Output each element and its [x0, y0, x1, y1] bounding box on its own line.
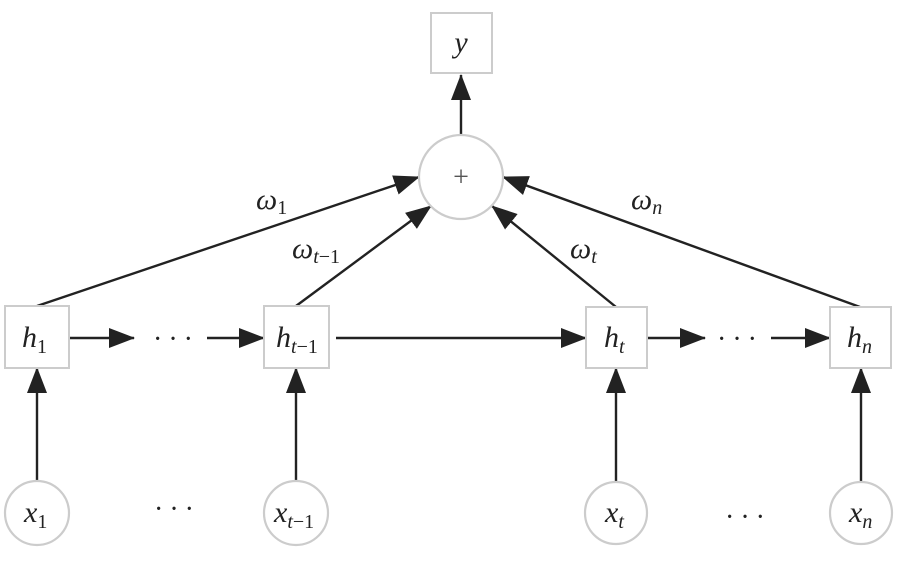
hidden-node-hn: hn: [829, 306, 892, 369]
plus-icon: +: [453, 162, 469, 193]
weight-wn-base: ω: [631, 183, 652, 216]
hidden-hn-base: h: [847, 321, 862, 354]
edge-ht-to-sum: [491, 205, 617, 308]
input-xt-sub: t: [618, 511, 624, 533]
input-node-xt-1: xt−1: [262, 479, 330, 547]
weight-w1-sub: 1: [277, 197, 287, 219]
edge-hn-to-sum: [502, 175, 861, 309]
svg-text:x1: x1: [23, 496, 47, 533]
input-node-xt: xt: [583, 480, 649, 546]
input-xn-sub: n: [862, 511, 872, 533]
svg-text:hn: hn: [847, 321, 872, 358]
hidden-node-h1: h1: [4, 305, 70, 369]
hidden-node-ht-1: ht−1: [263, 305, 330, 369]
input-xt-1-subrest: −1: [293, 511, 314, 533]
svg-text:xt−1: xt−1: [273, 496, 314, 533]
sum-node: +: [417, 133, 505, 221]
input-node-x1: x1: [3, 479, 71, 547]
edge-h1-to-sum: [36, 175, 420, 308]
output-label: y: [451, 26, 468, 59]
hidden-ht-1-subrest: −1: [297, 336, 318, 358]
weight-wt-1: ωt−1: [292, 232, 340, 268]
hidden-h1-sub: 1: [37, 336, 47, 358]
svg-text:ht: ht: [604, 321, 625, 358]
hidden-ellipsis-right: ···: [717, 324, 763, 355]
output-node: y: [430, 12, 493, 74]
weight-wt-1-subrest: −1: [319, 246, 340, 268]
weight-wt-1-base: ω: [292, 232, 313, 265]
input-ellipsis-left: ···: [154, 494, 200, 525]
hidden-ht-sub: t: [619, 336, 625, 358]
hidden-h1-base: h: [22, 321, 37, 354]
input-x1-base: x: [23, 496, 38, 529]
weight-wn: ωn: [631, 183, 662, 219]
hidden-ht-1-subvar: t: [291, 336, 297, 358]
input-xt-1-subvar: t: [287, 511, 293, 533]
weight-wt-1-subvar: t: [313, 246, 319, 268]
edge-ht-1-to-sum: [295, 205, 432, 307]
hidden-ellipsis-left: ···: [153, 324, 199, 355]
hidden-node-ht: ht: [585, 306, 648, 369]
svg-text:h1: h1: [22, 321, 47, 358]
input-xn-base: x: [848, 496, 863, 529]
hidden-ht-1-base: h: [276, 321, 291, 354]
weight-w1: ω1: [256, 183, 287, 219]
input-x1-sub: 1: [37, 511, 47, 533]
hidden-ht-base: h: [604, 321, 619, 354]
svg-text:xn: xn: [848, 496, 872, 533]
input-xt-base: x: [604, 496, 619, 529]
weight-w1-base: ω: [256, 183, 277, 216]
weight-wt-sub: t: [591, 246, 597, 268]
input-xt-1-base: x: [273, 496, 288, 529]
svg-text:xt: xt: [604, 496, 624, 533]
weight-wt-base: ω: [570, 232, 591, 265]
input-ellipsis-right: ···: [725, 502, 771, 533]
svg-text:ht−1: ht−1: [276, 321, 318, 358]
hidden-hn-sub: n: [862, 336, 872, 358]
weight-wt: ωt: [570, 232, 597, 268]
input-node-xn: xn: [828, 480, 894, 546]
weight-wn-sub: n: [652, 197, 662, 219]
